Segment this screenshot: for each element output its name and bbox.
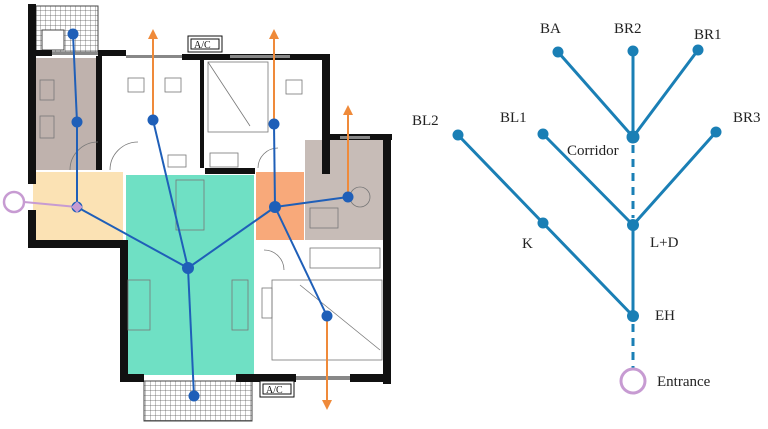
label-bl2: BL2 [412,113,439,129]
node-bathroom [342,191,354,203]
node-bedroom-right [321,310,333,322]
balcony-bottom [143,380,253,422]
node-living-dining [182,262,194,274]
label-k: K [522,236,533,252]
node-balcony-top [67,28,79,40]
node-bedroom-middle [268,118,280,130]
graph-node-br2 [627,45,639,57]
label-bl1: BL1 [500,110,527,126]
label-corridor: Corridor [567,143,619,159]
ac-unit-bottom: A/C [259,380,295,398]
exit-arrows [148,29,353,410]
label-br1: BR1 [694,27,722,43]
floor-plan: A/C A/C [2,4,392,422]
label-ba: BA [540,21,561,37]
label-ld: L+D [650,235,679,251]
svg-text:A/C: A/C [194,40,211,51]
graph-node-ba [552,46,564,58]
graph-node-bl1 [537,128,549,140]
node-corridor [269,201,281,213]
graph-node-br3 [710,126,722,138]
node-balcony-bottom [188,390,200,402]
graph-node-k [537,217,549,229]
graph-node-eh [627,310,639,322]
bathroom-area [305,140,383,240]
graph-node-br1 [692,44,704,56]
node-kitchen [71,116,83,128]
graph-node-entrance [619,367,647,395]
label-entrance: Entrance [657,374,711,390]
living-dining-area [126,175,254,375]
label-br2: BR2 [614,21,642,37]
graph-node-bl2 [452,129,464,141]
svg-text:A/C: A/C [266,385,283,396]
kitchen-area [36,58,102,170]
entrance-marker [2,190,26,214]
graph-node-corridor [626,130,640,144]
graph-node-ld [627,219,639,231]
label-eh: EH [655,308,675,324]
label-br3: BR3 [733,110,761,126]
access-graph: BA BR2 BR1 BL2 BL1 Corridor BR3 K L+D EH… [412,21,761,395]
node-bedroom-left [147,114,159,126]
ac-unit-top: A/C [187,35,223,53]
